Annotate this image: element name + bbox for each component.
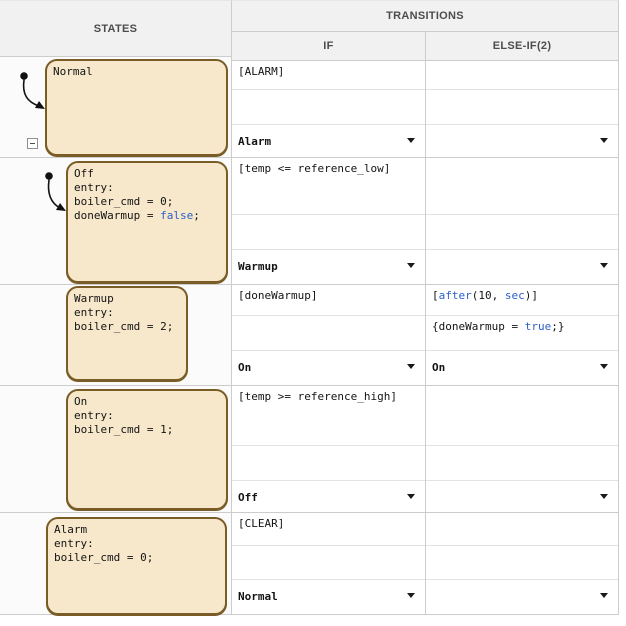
destination-label: Off xyxy=(238,491,258,504)
keyword-sec: sec xyxy=(505,289,525,302)
dropdown-arrow-icon xyxy=(407,263,415,268)
dropdown-arrow-icon xyxy=(600,494,608,499)
elseif-condition-normal[interactable] xyxy=(426,61,618,90)
keyword-true: true xyxy=(525,320,552,333)
dropdown-arrow-icon xyxy=(600,263,608,268)
destination-label: On xyxy=(432,361,445,374)
state-entry-action: boiler_cmd = 1; xyxy=(74,423,173,436)
destination-label: Normal xyxy=(238,590,278,603)
state-name: Normal xyxy=(53,65,93,78)
state-entry-action: entry: xyxy=(74,181,114,194)
else-if-column: [after(10, sec)] {doneWarmup = true;} On xyxy=(426,61,619,615)
elseif-destination-warmup[interactable]: On xyxy=(426,351,618,386)
condition-text: [doneWarmup] xyxy=(238,289,317,302)
condition-text: [CLEAR] xyxy=(238,517,284,530)
destination-label: On xyxy=(238,361,251,374)
state-box-on[interactable]: On entry: boiler_cmd = 1; xyxy=(66,389,228,510)
if-condition-alarm[interactable]: [CLEAR] xyxy=(232,513,425,546)
dropdown-arrow-icon xyxy=(600,593,608,598)
state-entry-action: ; xyxy=(193,209,200,222)
else-if-header-label: ELSE-IF(2) xyxy=(493,40,552,52)
if-column-header: IF xyxy=(232,32,426,61)
elseif-action-on[interactable] xyxy=(426,446,618,481)
state-entry-action: boiler_cmd = 2; xyxy=(74,320,173,333)
state-name: Alarm xyxy=(54,523,87,536)
elseif-action-alarm[interactable] xyxy=(426,546,618,580)
transitions-column-header: TRANSITIONS xyxy=(232,0,619,32)
if-action-normal[interactable] xyxy=(232,90,425,125)
state-box-alarm[interactable]: Alarm entry: boiler_cmd = 0; xyxy=(46,517,227,615)
keyword-after: after xyxy=(439,289,472,302)
dropdown-arrow-icon xyxy=(407,138,415,143)
elseif-destination-on[interactable] xyxy=(426,481,618,513)
state-box-normal[interactable]: Normal xyxy=(45,59,228,156)
state-name: Off xyxy=(74,167,94,180)
if-header-label: IF xyxy=(323,40,333,52)
condition-text: (10, xyxy=(472,289,505,302)
else-if-column-header: ELSE-IF(2) xyxy=(426,32,619,61)
action-text: ;} xyxy=(551,320,564,333)
elseif-destination-alarm[interactable] xyxy=(426,580,618,615)
elseif-action-normal[interactable] xyxy=(426,90,618,125)
if-condition-off[interactable]: [temp <= reference_low] xyxy=(232,158,425,215)
elseif-condition-on[interactable] xyxy=(426,386,618,446)
dropdown-arrow-icon xyxy=(407,494,415,499)
elseif-condition-warmup[interactable]: [after(10, sec)] xyxy=(426,285,618,316)
destination-label: Alarm xyxy=(238,135,271,148)
condition-text: )] xyxy=(525,289,538,302)
if-column: [ALARM] Alarm [temp <= reference_low] Wa… xyxy=(232,61,426,615)
default-transition-arrow-icon xyxy=(39,165,71,217)
states-header-label: STATES xyxy=(94,23,138,35)
if-condition-warmup[interactable]: [doneWarmup] xyxy=(232,285,425,316)
if-condition-on[interactable]: [temp >= reference_high] xyxy=(232,386,425,446)
if-action-on[interactable] xyxy=(232,446,425,481)
state-entry-action: entry: xyxy=(74,306,114,319)
state-entry-action: entry: xyxy=(54,537,94,550)
if-destination-off[interactable]: Warmup xyxy=(232,250,425,285)
dropdown-arrow-icon xyxy=(407,593,415,598)
if-action-off[interactable] xyxy=(232,215,425,250)
action-text: {doneWarmup = xyxy=(432,320,525,333)
transitions-header-label: TRANSITIONS xyxy=(386,10,464,22)
condition-text: [ALARM] xyxy=(238,65,284,78)
keyword-false: false xyxy=(160,209,193,222)
dropdown-arrow-icon xyxy=(600,364,608,369)
if-destination-normal[interactable]: Alarm xyxy=(232,125,425,158)
if-destination-alarm[interactable]: Normal xyxy=(232,580,425,615)
if-action-warmup[interactable] xyxy=(232,316,425,351)
elseif-destination-normal[interactable] xyxy=(426,125,618,158)
if-condition-normal[interactable]: [ALARM] xyxy=(232,61,425,90)
condition-text: [temp >= reference_high] xyxy=(238,390,397,403)
state-entry-action: doneWarmup = xyxy=(74,209,160,222)
state-entry-action: entry: xyxy=(74,409,114,422)
state-name: Warmup xyxy=(74,292,114,305)
elseif-destination-off[interactable] xyxy=(426,250,618,285)
collapse-toggle-icon[interactable] xyxy=(27,138,38,149)
if-action-alarm[interactable] xyxy=(232,546,425,580)
elseif-condition-alarm[interactable] xyxy=(426,513,618,546)
state-entry-action: boiler_cmd = 0; xyxy=(74,195,173,208)
state-name: On xyxy=(74,395,87,408)
dropdown-arrow-icon xyxy=(600,138,608,143)
condition-text: [temp <= reference_low] xyxy=(238,162,390,175)
elseif-condition-off[interactable] xyxy=(426,158,618,215)
state-entry-action: boiler_cmd = 0; xyxy=(54,551,153,564)
elseif-action-off[interactable] xyxy=(426,215,618,250)
if-destination-warmup[interactable]: On xyxy=(232,351,425,386)
destination-label: Warmup xyxy=(238,260,278,273)
states-column-header: STATES xyxy=(0,0,232,57)
condition-text: [ xyxy=(432,289,439,302)
if-destination-on[interactable]: Off xyxy=(232,481,425,513)
state-box-off[interactable]: Off entry: boiler_cmd = 0; doneWarmup = … xyxy=(66,161,228,283)
elseif-action-warmup[interactable]: {doneWarmup = true;} xyxy=(426,316,618,351)
default-transition-arrow-icon xyxy=(14,66,50,116)
state-box-warmup[interactable]: Warmup entry: boiler_cmd = 2; xyxy=(66,286,188,381)
dropdown-arrow-icon xyxy=(407,364,415,369)
